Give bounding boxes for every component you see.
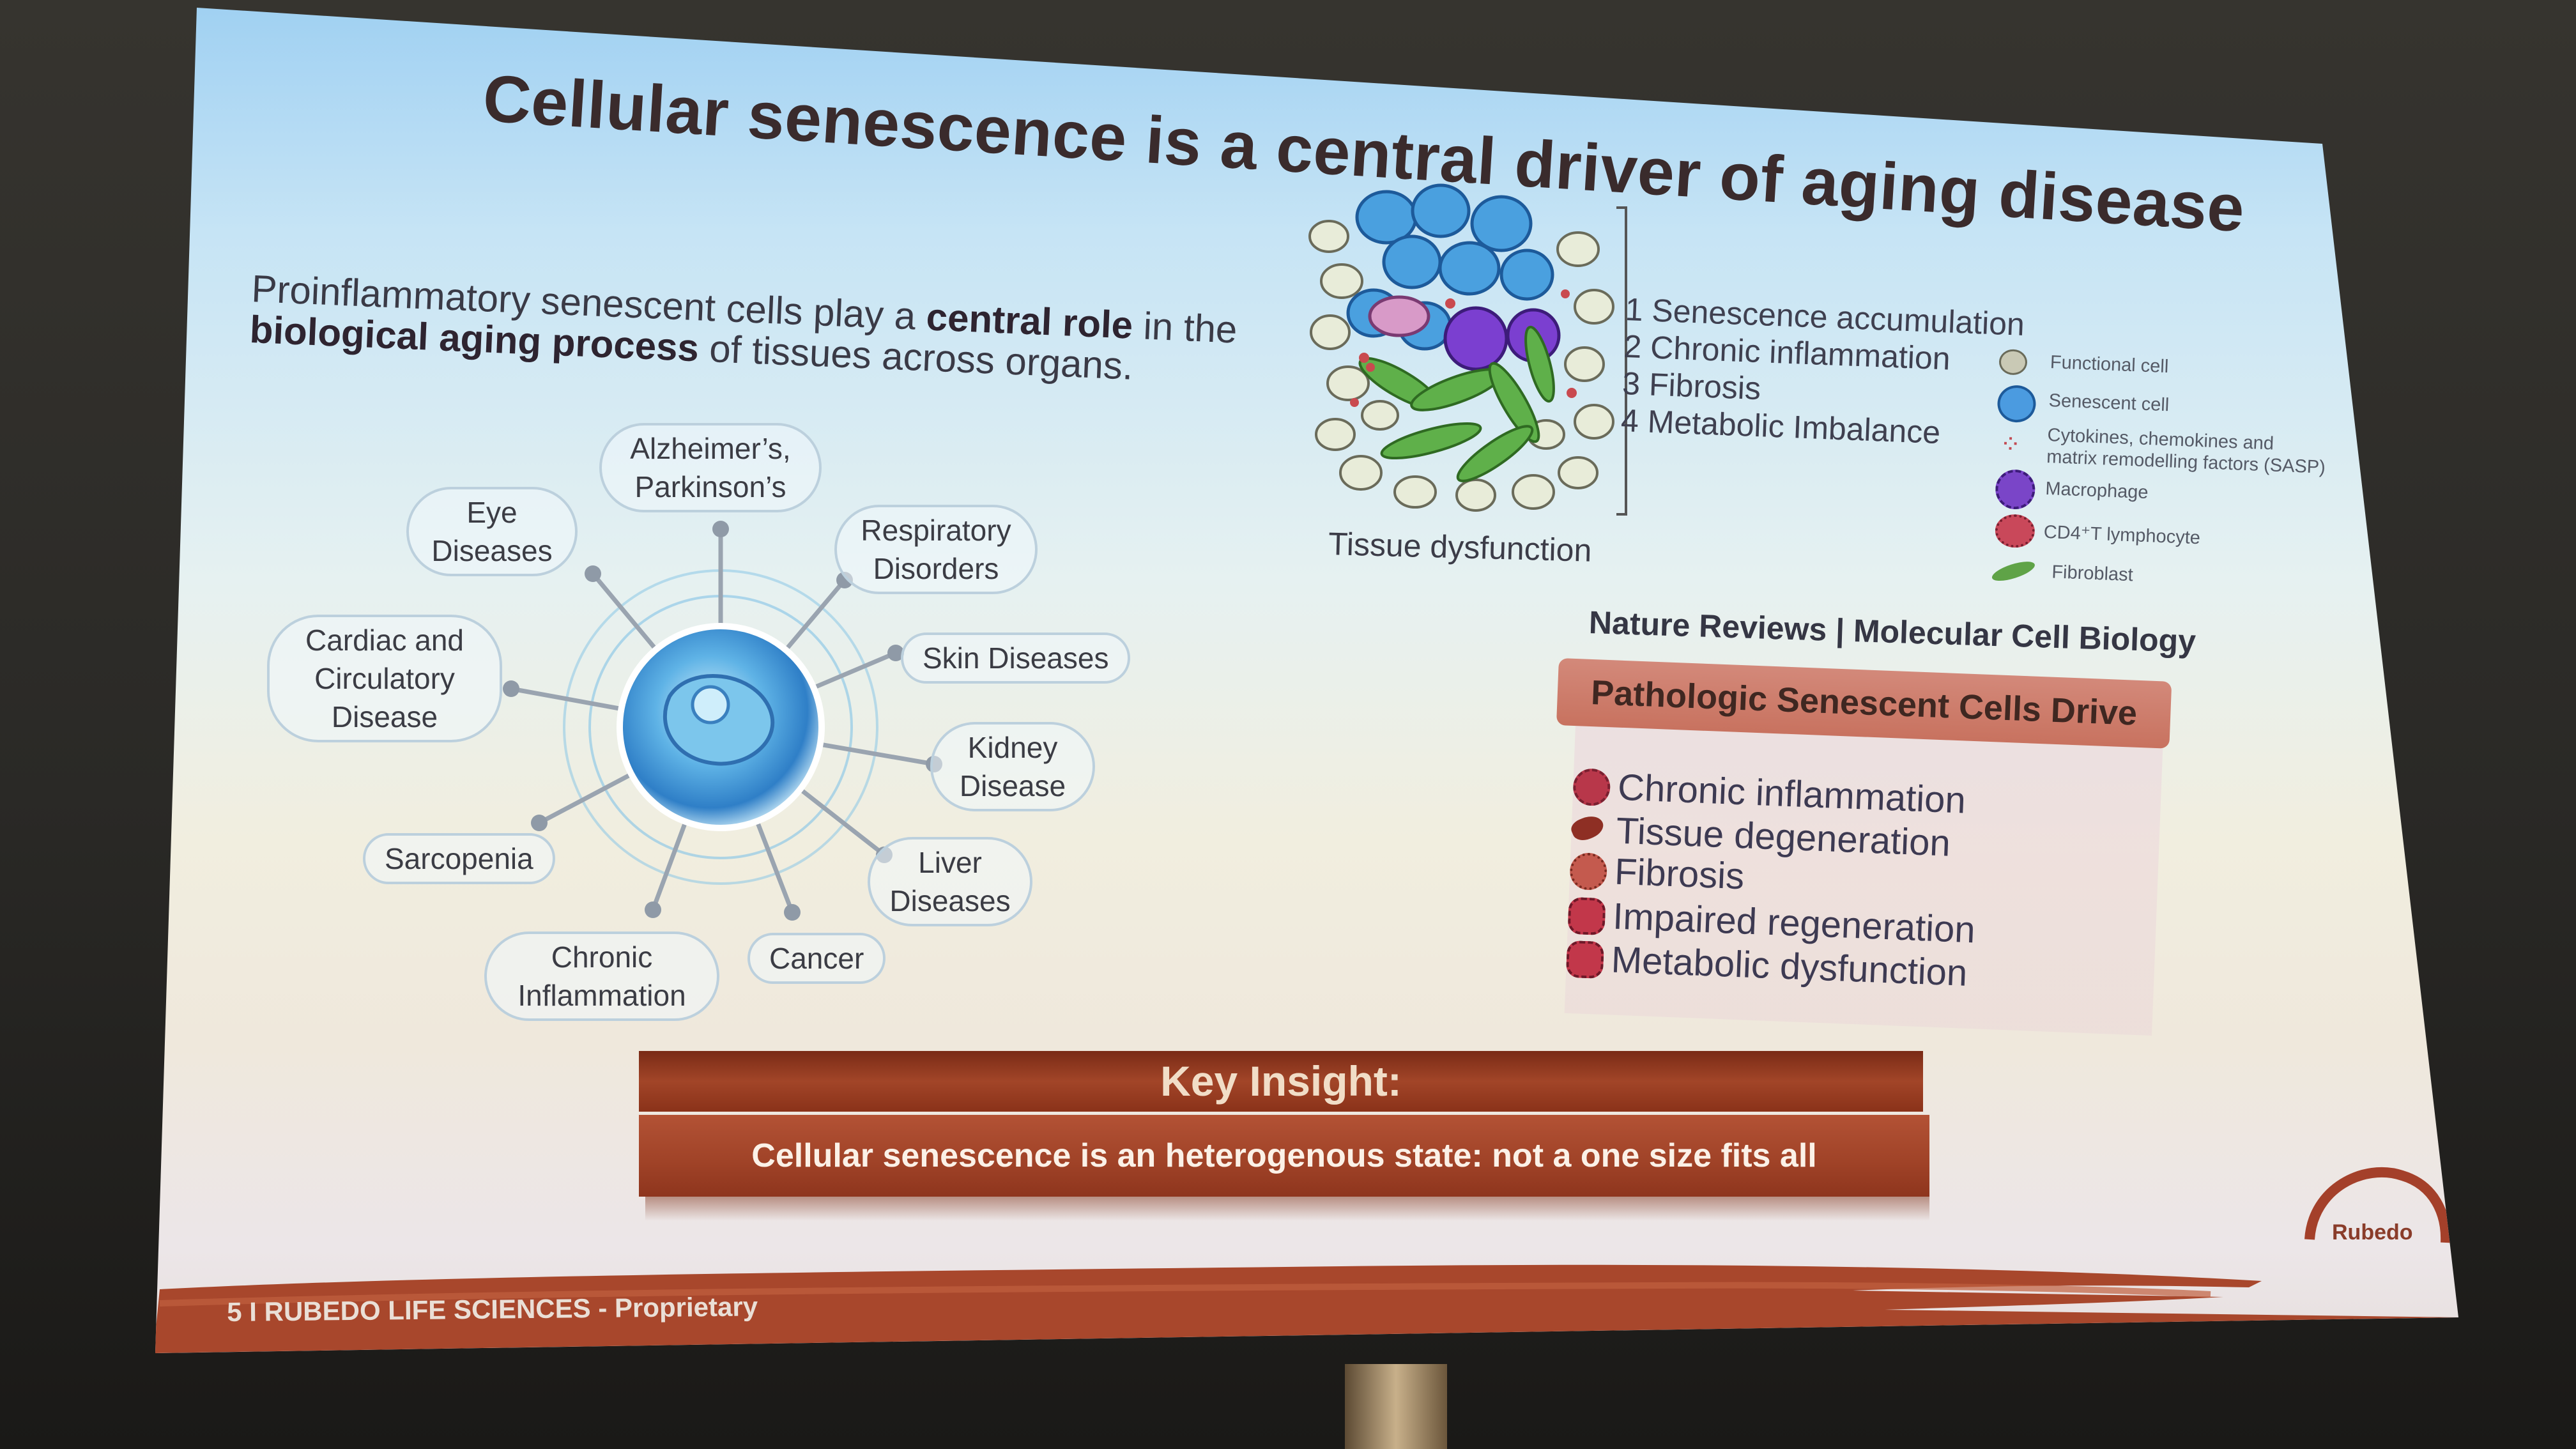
screen-stand — [1345, 1364, 1447, 1449]
node-kidney-label: Kidney Disease — [959, 731, 1066, 802]
key-insight-text: Cellular senescence is an heterogenous s… — [639, 1115, 1929, 1197]
node-alzheimers: Alzheimer’s, Parkinson’s — [599, 423, 822, 512]
lymphocyte — [1368, 295, 1430, 337]
node-alzheimers-label: Alzheimer’s, Parkinson’s — [630, 432, 791, 503]
key-insight-banner: Key Insight: Cellular senescence is an h… — [639, 1051, 1936, 1236]
node-cancer-label: Cancer — [769, 942, 864, 975]
node-chronic-inflammation: Chronic Inflammation — [484, 931, 719, 1021]
bracket — [1616, 206, 1627, 516]
node-eye-diseases: Eye Diseases — [406, 487, 578, 576]
rubedo-logo: Rubedo — [2332, 1220, 2413, 1245]
slide-footer: 5 I RUBEDO LIFE SCIENCES - Proprietary — [227, 1291, 758, 1327]
node-cardiac-label: Cardiac and Circulatory Disease — [305, 624, 464, 733]
node-liver: Liver Diseases — [868, 837, 1032, 926]
node-cancer: Cancer — [747, 933, 886, 984]
node-sarcopenia: Sarcopenia — [363, 833, 555, 884]
node-eye-label: Eye Diseases — [431, 496, 553, 567]
node-skin-diseases: Skin Diseases — [901, 632, 1131, 684]
key-insight-shadow — [645, 1197, 1929, 1221]
node-respiratory-label: Respiratory Disorders — [861, 514, 1011, 585]
tissue-illustration — [1308, 183, 1627, 516]
node-skin-label: Skin Diseases — [923, 641, 1109, 675]
node-respiratory: Respiratory Disorders — [834, 505, 1038, 594]
sasp-dots — [1350, 289, 1577, 407]
rubedo-logo-arc — [2304, 1167, 2451, 1243]
functional-cells — [1308, 220, 1614, 512]
node-cardiac: Cardiac and Circulatory Disease — [267, 615, 502, 742]
key-insight-heading: Key Insight: — [639, 1051, 1923, 1112]
node-chronic-label: Chronic Inflammation — [518, 940, 686, 1012]
node-sarcopenia-label: Sarcopenia — [385, 842, 533, 875]
node-kidney: Kidney Disease — [930, 722, 1095, 811]
node-liver-label: Liver Diseases — [889, 846, 1011, 917]
